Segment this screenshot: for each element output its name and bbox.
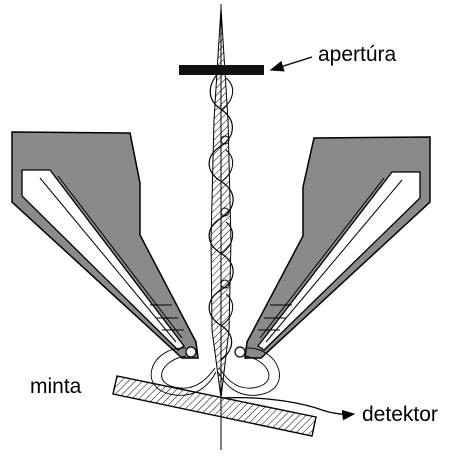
aperture-label: apertúra xyxy=(318,43,397,66)
spiral-loops xyxy=(220,135,230,289)
right-pole-piece xyxy=(244,136,431,359)
sample-label: minta xyxy=(30,375,82,398)
pole-tip-markers xyxy=(185,346,246,358)
spiral-trajectory xyxy=(208,69,234,361)
spiral-trajectory-2 xyxy=(220,77,234,327)
detector-label: detektor xyxy=(362,403,438,426)
aperture-arrow xyxy=(269,56,313,72)
left-pole-piece xyxy=(11,131,199,359)
sample-specimen xyxy=(112,375,317,437)
aperture-plate xyxy=(179,65,264,75)
detector-path xyxy=(220,396,356,421)
